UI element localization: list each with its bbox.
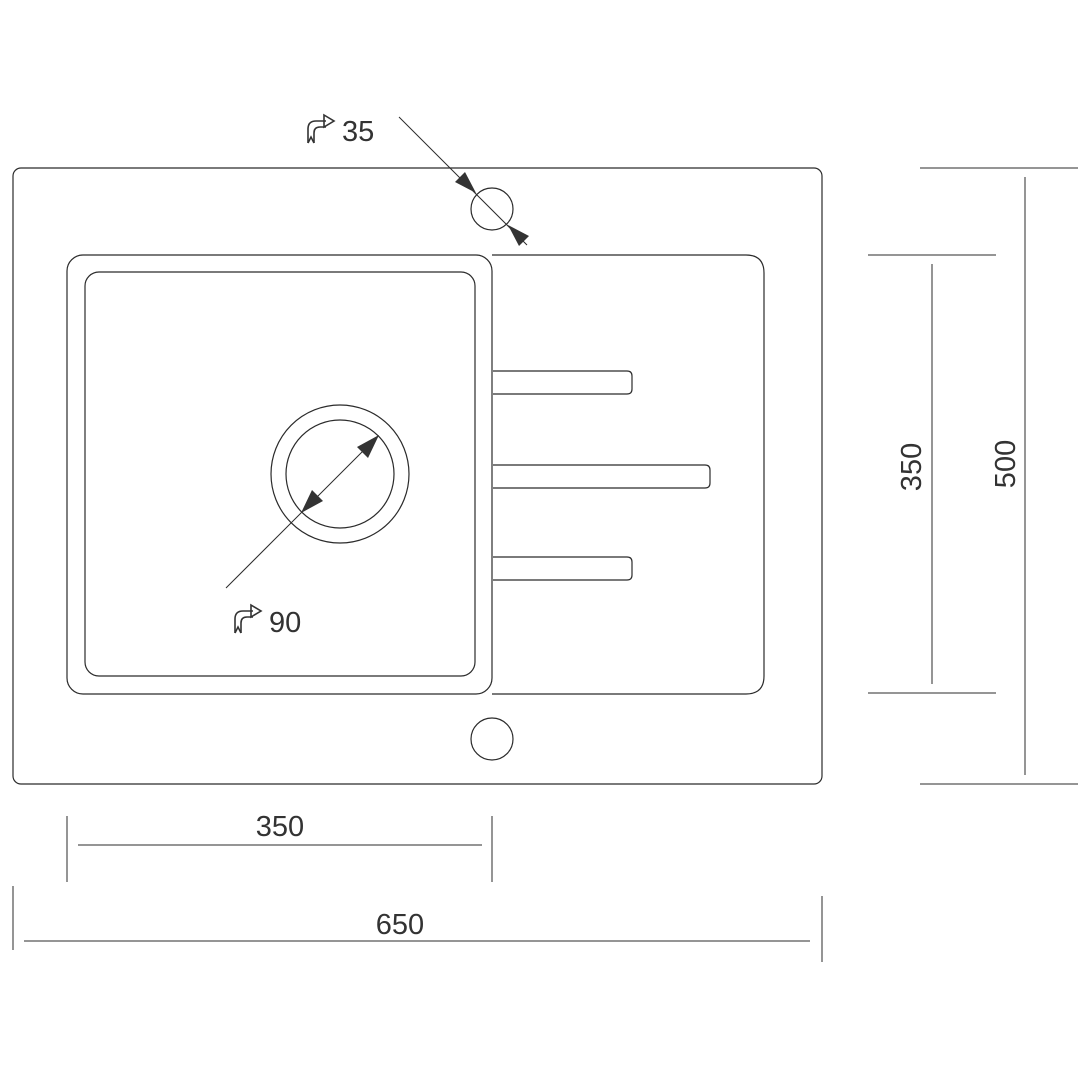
tap-hole-diameter-icon xyxy=(307,114,335,144)
overflow-hole xyxy=(470,717,514,761)
tap-hole xyxy=(470,187,514,231)
drain-ring-inner xyxy=(285,419,395,529)
bowl-height-label: 350 xyxy=(896,443,928,491)
drain-ring-outer xyxy=(270,404,410,544)
bowl-outer xyxy=(66,254,493,695)
drain-diameter-label: 90 xyxy=(269,607,301,639)
sink-outline xyxy=(12,167,823,785)
drainboard-outline xyxy=(492,254,765,695)
drain-arrow-lower xyxy=(301,490,323,513)
drain-groove-top xyxy=(493,370,633,395)
drain-groove-bottom xyxy=(493,556,633,581)
bowl-width-label: 350 xyxy=(256,811,304,843)
drain-groove-middle xyxy=(493,464,711,489)
tap-hole-arrow-upper xyxy=(455,172,476,193)
tap-hole-diameter-label: 35 xyxy=(342,116,374,148)
drain-diameter-icon xyxy=(234,604,262,634)
total-height-label: 500 xyxy=(990,440,1022,488)
total-width-label: 650 xyxy=(376,909,424,941)
drain-arrow-upper xyxy=(357,435,379,458)
tap-hole-arrow-lower xyxy=(508,225,529,246)
bowl-inner xyxy=(84,271,476,677)
